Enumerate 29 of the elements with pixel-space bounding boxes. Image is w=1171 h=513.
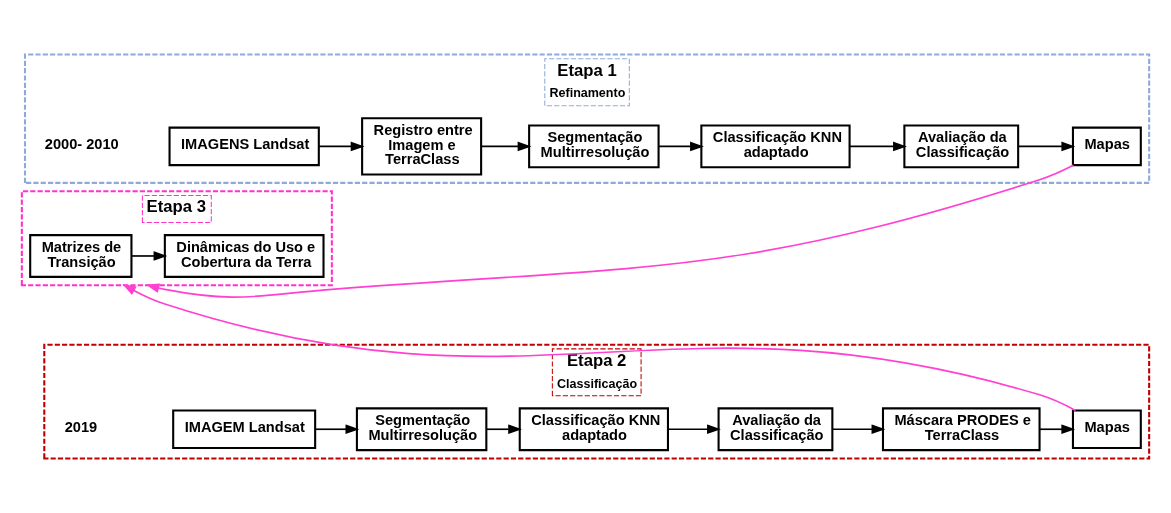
node-box: Matrizes de Transição — [29, 234, 133, 278]
node-box: Máscara PRODES e TerraClass — [881, 407, 1041, 452]
node-box: IMAGENS Landsat — [168, 126, 320, 167]
node-box: Mapas — [1071, 126, 1142, 167]
node-box: Classificação KNN adaptado — [700, 124, 851, 169]
arrow — [1039, 424, 1076, 435]
node-box: Avaliação da Classificação — [717, 407, 834, 452]
node-label: 2019 — [64, 419, 98, 436]
arrow — [122, 283, 1077, 412]
arrow — [130, 251, 168, 261]
node-box: IMAGEM Landsat — [172, 409, 317, 450]
arrow — [831, 424, 886, 435]
arrow — [667, 424, 721, 435]
node-box: Dinâmicas do Uso e Cobertura da Terra — [163, 234, 325, 278]
node-box: Registro entre Imagem e TerraClass — [361, 117, 483, 176]
node-box: Segmentação Multirresolução — [355, 407, 488, 452]
arrow — [1017, 141, 1076, 152]
node-box: Avaliação da Classificação — [903, 124, 1020, 169]
node-box: Classificação KNN adaptado — [518, 407, 669, 452]
arrow — [485, 424, 522, 435]
node-box: Segmentação Multirresolução — [528, 124, 660, 169]
arrow — [318, 141, 365, 152]
arrow — [657, 141, 704, 152]
arrow — [848, 141, 907, 152]
arrow — [145, 164, 1075, 298]
arrow — [480, 141, 532, 152]
node-label: 2000- 2010 — [44, 136, 119, 153]
arrow — [314, 424, 360, 435]
node-box: Mapas — [1071, 409, 1142, 450]
